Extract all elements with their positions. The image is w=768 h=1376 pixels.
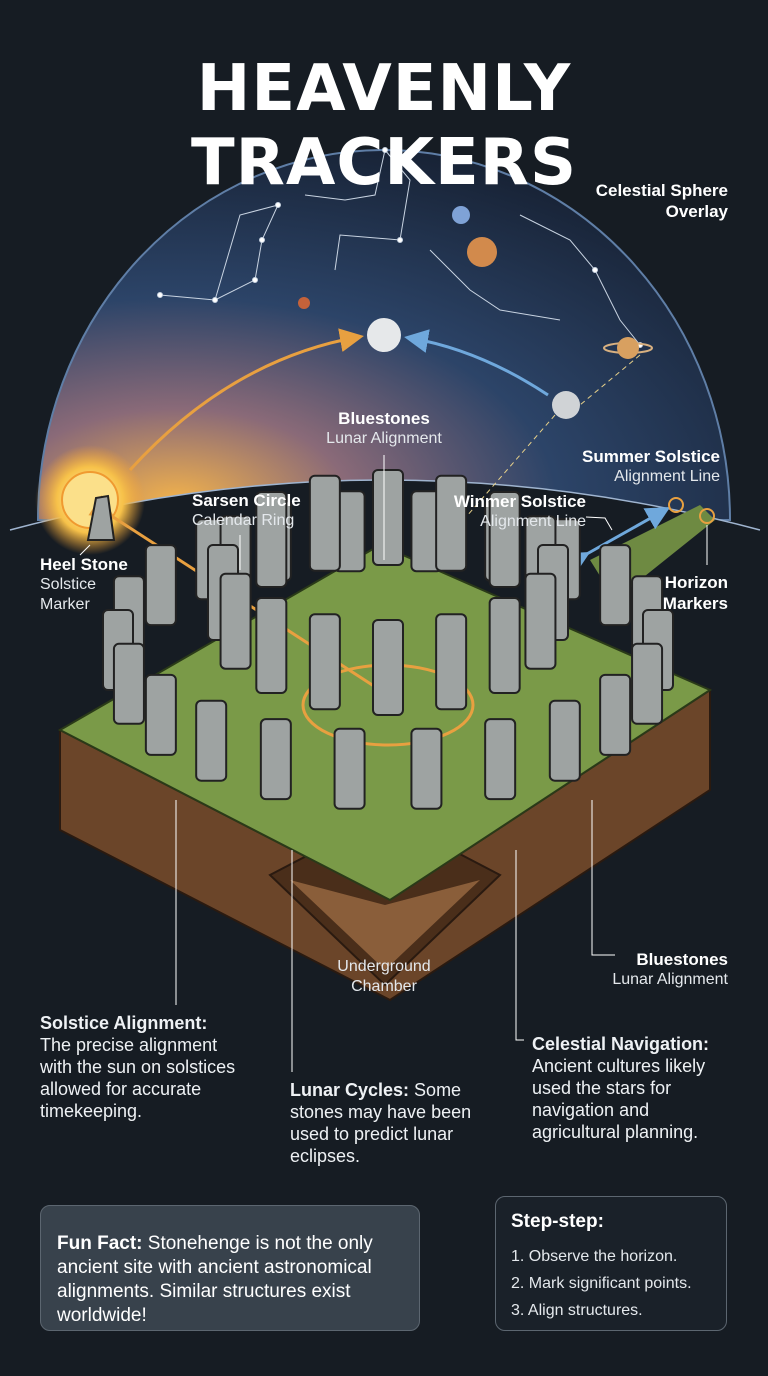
standing-stone: [524, 572, 557, 670]
standing-stone: [308, 474, 341, 572]
standing-stone: [333, 727, 366, 810]
sun-path-arrow: [128, 328, 364, 472]
standing-stone: [488, 597, 521, 695]
standing-stone: [219, 572, 252, 670]
mars-icon: [298, 297, 310, 309]
standing-stone: [195, 699, 228, 782]
standing-stone: [435, 613, 468, 711]
standing-stone: [599, 544, 632, 627]
standing-stone: [259, 718, 292, 801]
steps-box: Step-step: 1. Observe the horizon. 2. Ma…: [495, 1196, 727, 1331]
standing-stone: [484, 718, 517, 801]
standing-stone: [488, 490, 521, 588]
jupiter-icon: [467, 237, 497, 267]
standing-stone: [548, 699, 581, 782]
standing-stone: [308, 613, 341, 711]
standing-stone: [255, 490, 288, 588]
standing-stone: [255, 597, 288, 695]
horizon-marker: [668, 497, 684, 513]
fun-fact-box: Fun Fact: Stonehenge is not the only anc…: [40, 1205, 420, 1331]
sarsen-stones: [102, 469, 674, 810]
half-moon-icon: [552, 391, 580, 419]
note-solstice-alignment: Solstice Alignment:The precise alignment…: [40, 1013, 236, 1121]
step-item: 2. Mark significant points.: [511, 1275, 692, 1292]
standing-stone: [144, 544, 177, 627]
standing-stone: [112, 642, 145, 725]
standing-stone: [372, 619, 404, 716]
standing-stone: [410, 727, 443, 810]
horizon-marker: [699, 508, 715, 524]
steps-heading: Step-step:: [511, 1211, 604, 1232]
step-item: 1. Observe the horizon.: [511, 1248, 678, 1265]
page-title: HEAVENLY TRACKERS: [190, 52, 578, 200]
step-item: 3. Align structures.: [511, 1302, 643, 1319]
planet-icon: [452, 206, 470, 224]
note-lunar-cycles: Lunar Cycles: Some stones may have been …: [290, 1080, 472, 1166]
note-celestial-navigation: Celestial Navigation:Ancient cultures li…: [532, 1034, 710, 1142]
standing-stone: [144, 673, 177, 756]
heel-stone: [86, 494, 116, 541]
standing-stone: [631, 642, 664, 725]
standing-stone: [435, 474, 468, 572]
standing-stone: [372, 469, 404, 566]
standing-stone: [599, 673, 632, 756]
moon-path-arrow: [404, 329, 549, 397]
full-moon-icon: [367, 318, 401, 352]
